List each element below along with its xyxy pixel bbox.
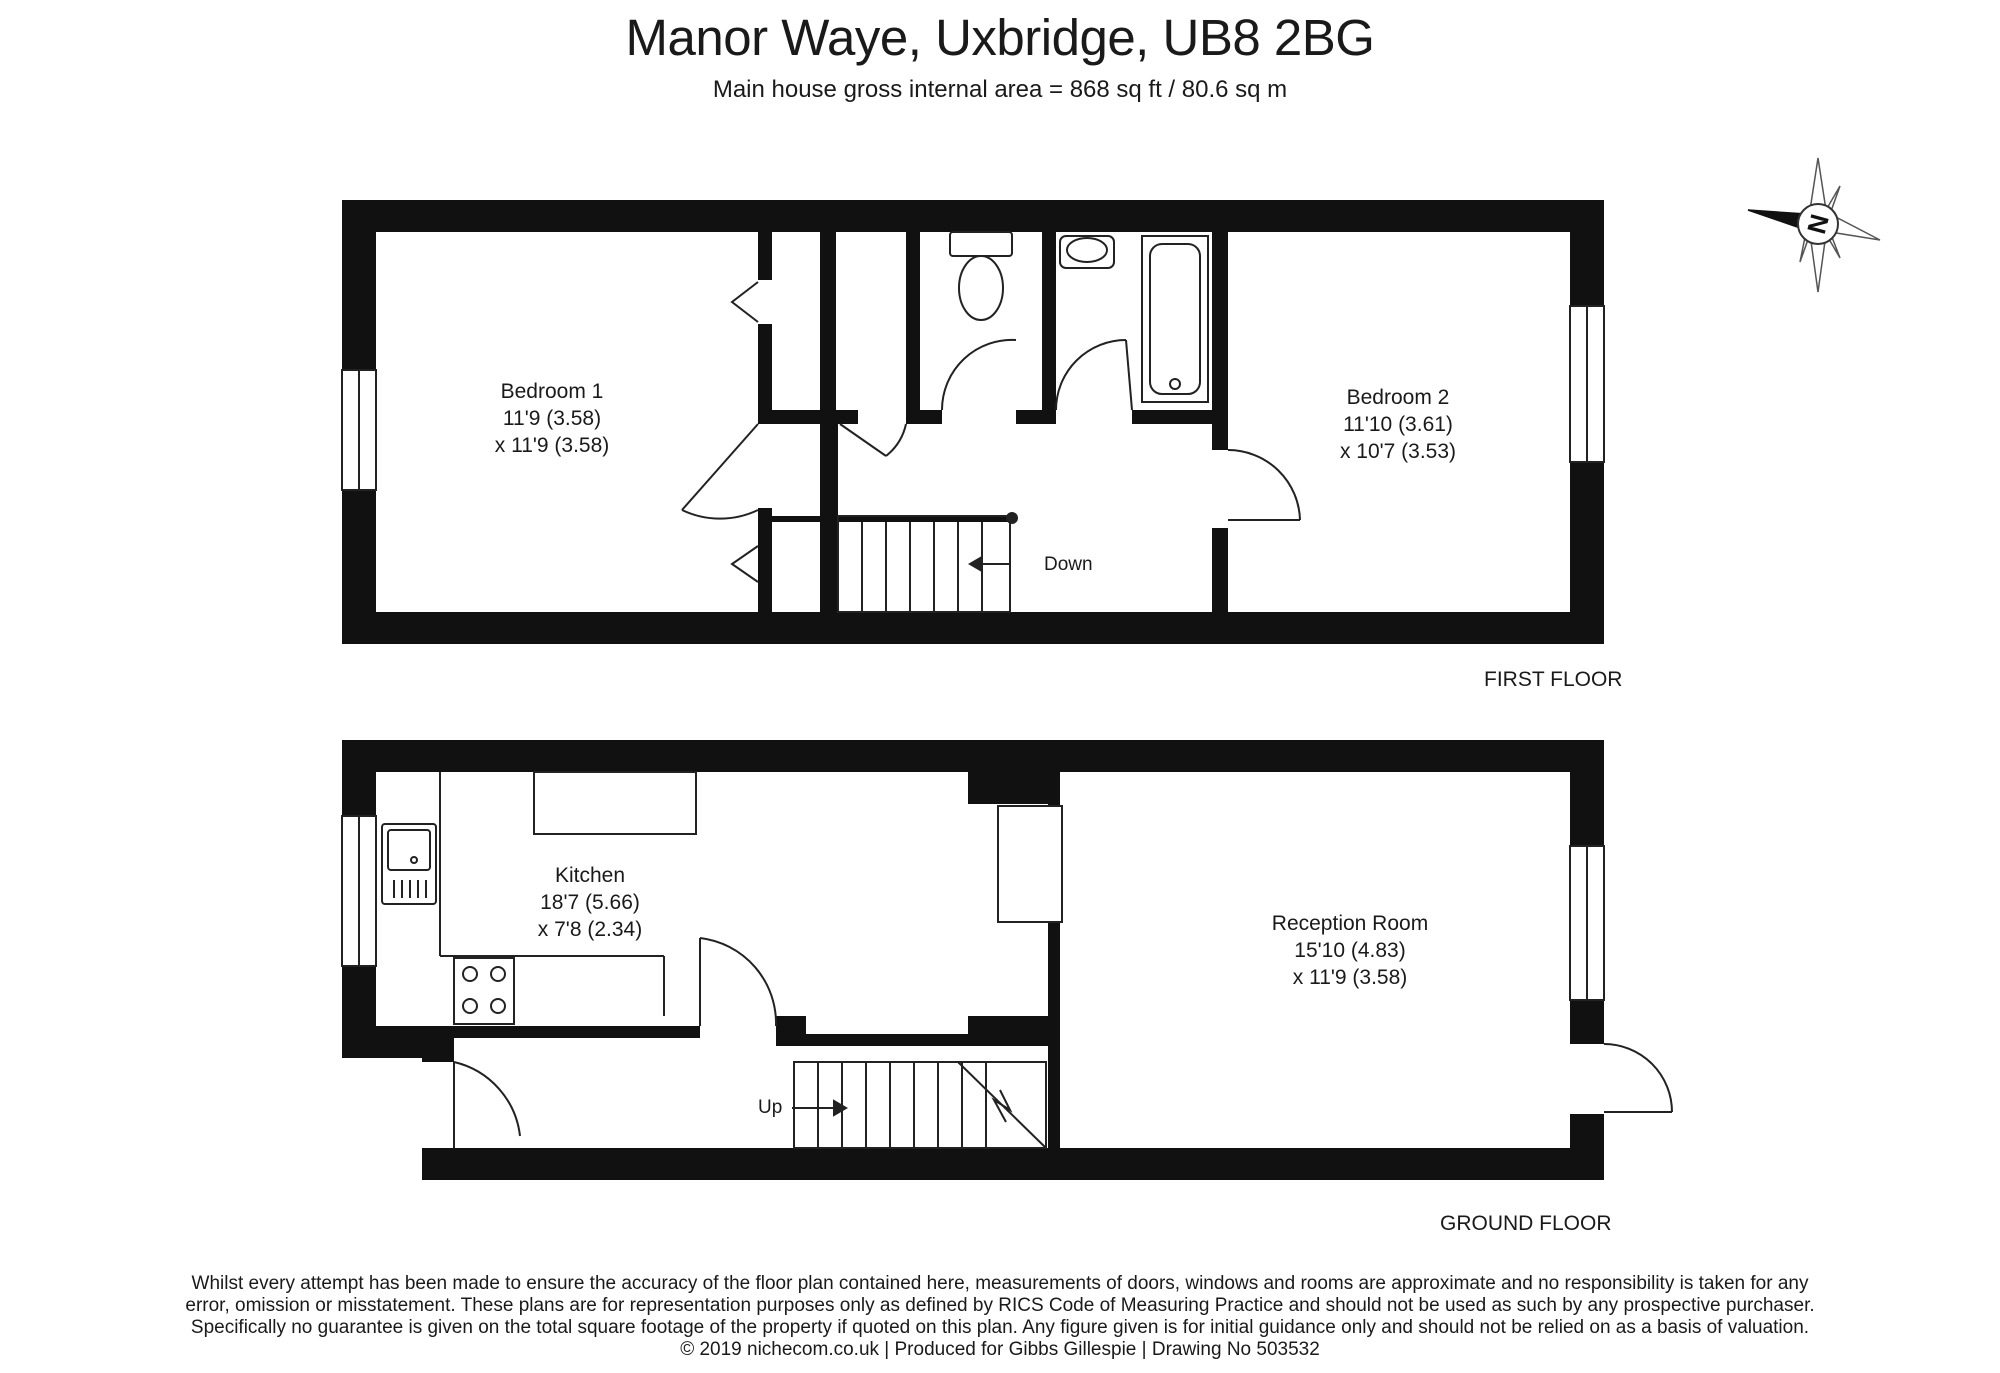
ground-floor-doors bbox=[453, 937, 1673, 1148]
room-dimension: x 11'9 (3.58) bbox=[494, 434, 610, 457]
first-floor-label: FIRST FLOOR bbox=[1484, 668, 1623, 691]
page-subtitle: Main house gross internal area = 868 sq … bbox=[712, 76, 1288, 103]
room-dimension: x 7'8 (2.34) bbox=[537, 918, 643, 941]
disclaimer-line: Whilst every attempt has been made to en… bbox=[191, 1273, 1809, 1294]
room-label-bedroom-2: Bedroom 2 11'10 (3.61) x 10'7 (3.53) bbox=[1298, 384, 1498, 465]
room-dimension: 11'10 (3.61) bbox=[1343, 413, 1453, 436]
disclaimer-line: error, omission or misstatement. These p… bbox=[185, 1295, 1815, 1316]
room-dimension: 18'7 (5.66) bbox=[540, 891, 640, 914]
room-dimension: x 11'9 (3.58) bbox=[1292, 966, 1408, 989]
stairs-label-down: Down bbox=[1044, 554, 1093, 575]
disclaimer: Whilst every attempt has been made to en… bbox=[40, 1273, 1960, 1361]
room-label-bedroom-1: Bedroom 1 11'9 (3.58) x 11'9 (3.58) bbox=[452, 378, 652, 459]
first-floor-fixtures bbox=[949, 231, 1209, 403]
kitchen-counters bbox=[381, 771, 1063, 1025]
ground-floor-walls bbox=[342, 740, 1604, 1180]
ground-floor-windows bbox=[341, 815, 1605, 1001]
room-name: Bedroom 1 bbox=[500, 380, 604, 403]
room-name: Bedroom 2 bbox=[1346, 386, 1450, 409]
ground-floor-label: GROUND FLOOR bbox=[1440, 1212, 1612, 1235]
ground-floor-plan bbox=[341, 740, 1673, 1180]
first-floor-walls bbox=[342, 200, 1604, 644]
copyright-line: © 2019 nichecom.co.uk | Produced for Gib… bbox=[680, 1339, 1320, 1360]
first-floor-doors bbox=[681, 281, 1301, 583]
disclaimer-line: Specifically no guarantee is given on th… bbox=[190, 1317, 1810, 1338]
room-name: Reception Room bbox=[1271, 912, 1429, 935]
first-floor-stairs bbox=[837, 512, 1018, 613]
ground-floor-stairs bbox=[792, 1061, 1047, 1149]
room-dimension: 11'9 (3.58) bbox=[502, 407, 602, 430]
first-floor-windows bbox=[341, 305, 1605, 491]
room-label-kitchen: Kitchen 18'7 (5.66) x 7'8 (2.34) bbox=[490, 862, 690, 943]
room-label-reception-room: Reception Room 15'10 (4.83) x 11'9 (3.58… bbox=[1230, 910, 1470, 991]
room-dimension: x 10'7 (3.53) bbox=[1339, 440, 1457, 463]
first-floor-plan bbox=[341, 200, 1605, 644]
page-title: Manor Waye, Uxbridge, UB8 2BG bbox=[625, 9, 1375, 66]
compass-icon: N bbox=[1747, 157, 1881, 293]
room-dimension: 15'10 (4.83) bbox=[1294, 939, 1406, 962]
room-name: Kitchen bbox=[554, 864, 626, 887]
stairs-label-up: Up bbox=[758, 1097, 783, 1118]
